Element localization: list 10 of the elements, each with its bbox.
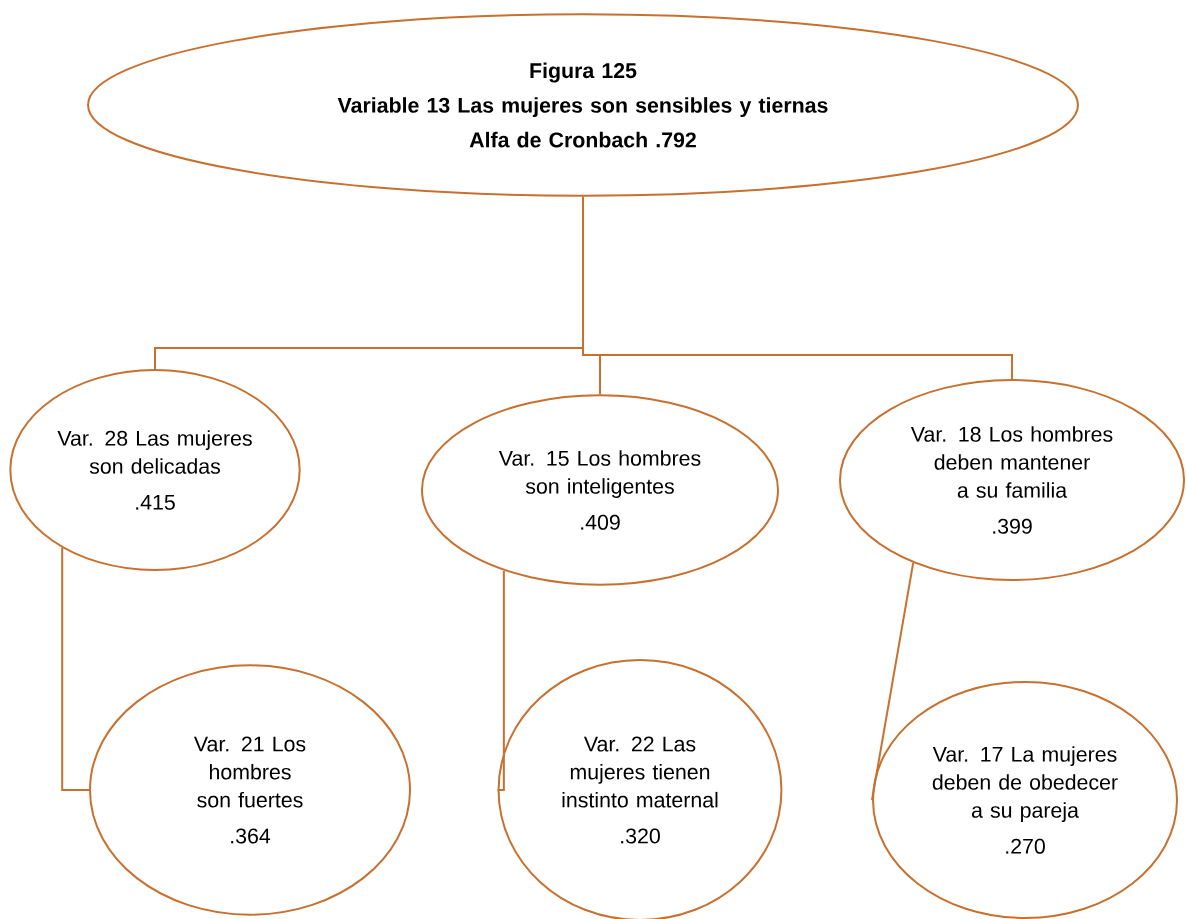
connector-line <box>496 569 505 791</box>
oval-node: Var. 18 Los hombres deben mantener a su familia .399 <box>839 379 1185 581</box>
connector-line <box>582 195 1013 380</box>
connector-line <box>61 546 90 791</box>
oval-node: Var. 17 La mujeres deben de obedecer a su pareja .270 <box>872 681 1178 919</box>
oval-node: Var. 21 Los hombres son fuertes .364 <box>89 664 411 916</box>
oval-node: Figura 125 Variable 13 Las mujeres son sensibles y tiernas Alfa de Cronbach .792 <box>87 13 1079 197</box>
oval-node: Var. 15 Los hombres son inteligentes .409 <box>421 394 779 586</box>
oval-node: Var. 28 Las mujeres son delicadas .415 <box>9 369 301 571</box>
connector-line <box>871 561 915 801</box>
